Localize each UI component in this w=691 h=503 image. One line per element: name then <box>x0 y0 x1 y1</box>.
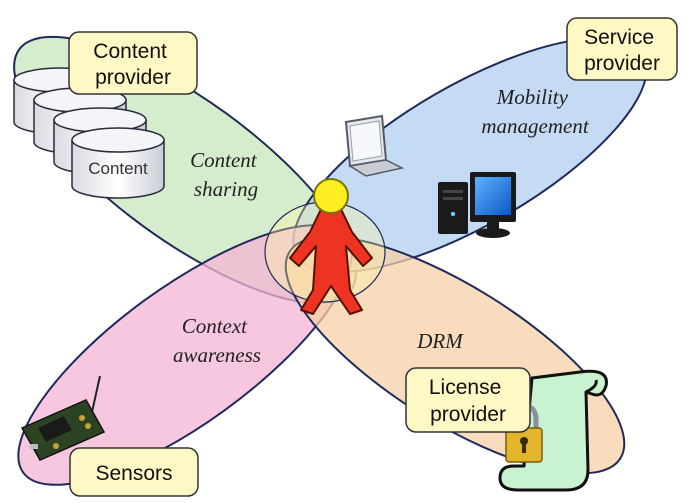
svg-text:Service provider: Service provider <box>584 26 660 75</box>
svg-text:Sensors: Sensors <box>95 462 172 485</box>
content-sharing-label: Content sharing <box>190 148 262 201</box>
mobility-management-label: Mobility management <box>481 85 589 138</box>
svg-text:License provider: License provider <box>429 376 507 426</box>
desktop-computer-icon <box>438 172 516 238</box>
person-icon <box>289 178 373 315</box>
database-label: Content <box>88 159 148 178</box>
content-provider-box: Content provider <box>68 31 198 95</box>
sensor-board-icon <box>20 375 106 461</box>
service-provider-box: Service provider <box>566 17 678 81</box>
svg-text:Content provider: Content provider <box>93 40 172 89</box>
sensors-box: Sensors <box>69 447 199 497</box>
context-awareness-label: Context awareness <box>173 314 261 367</box>
drm-label: DRM <box>416 329 464 353</box>
license-provider-box: License provider <box>405 367 531 433</box>
laptop-icon <box>344 114 405 177</box>
